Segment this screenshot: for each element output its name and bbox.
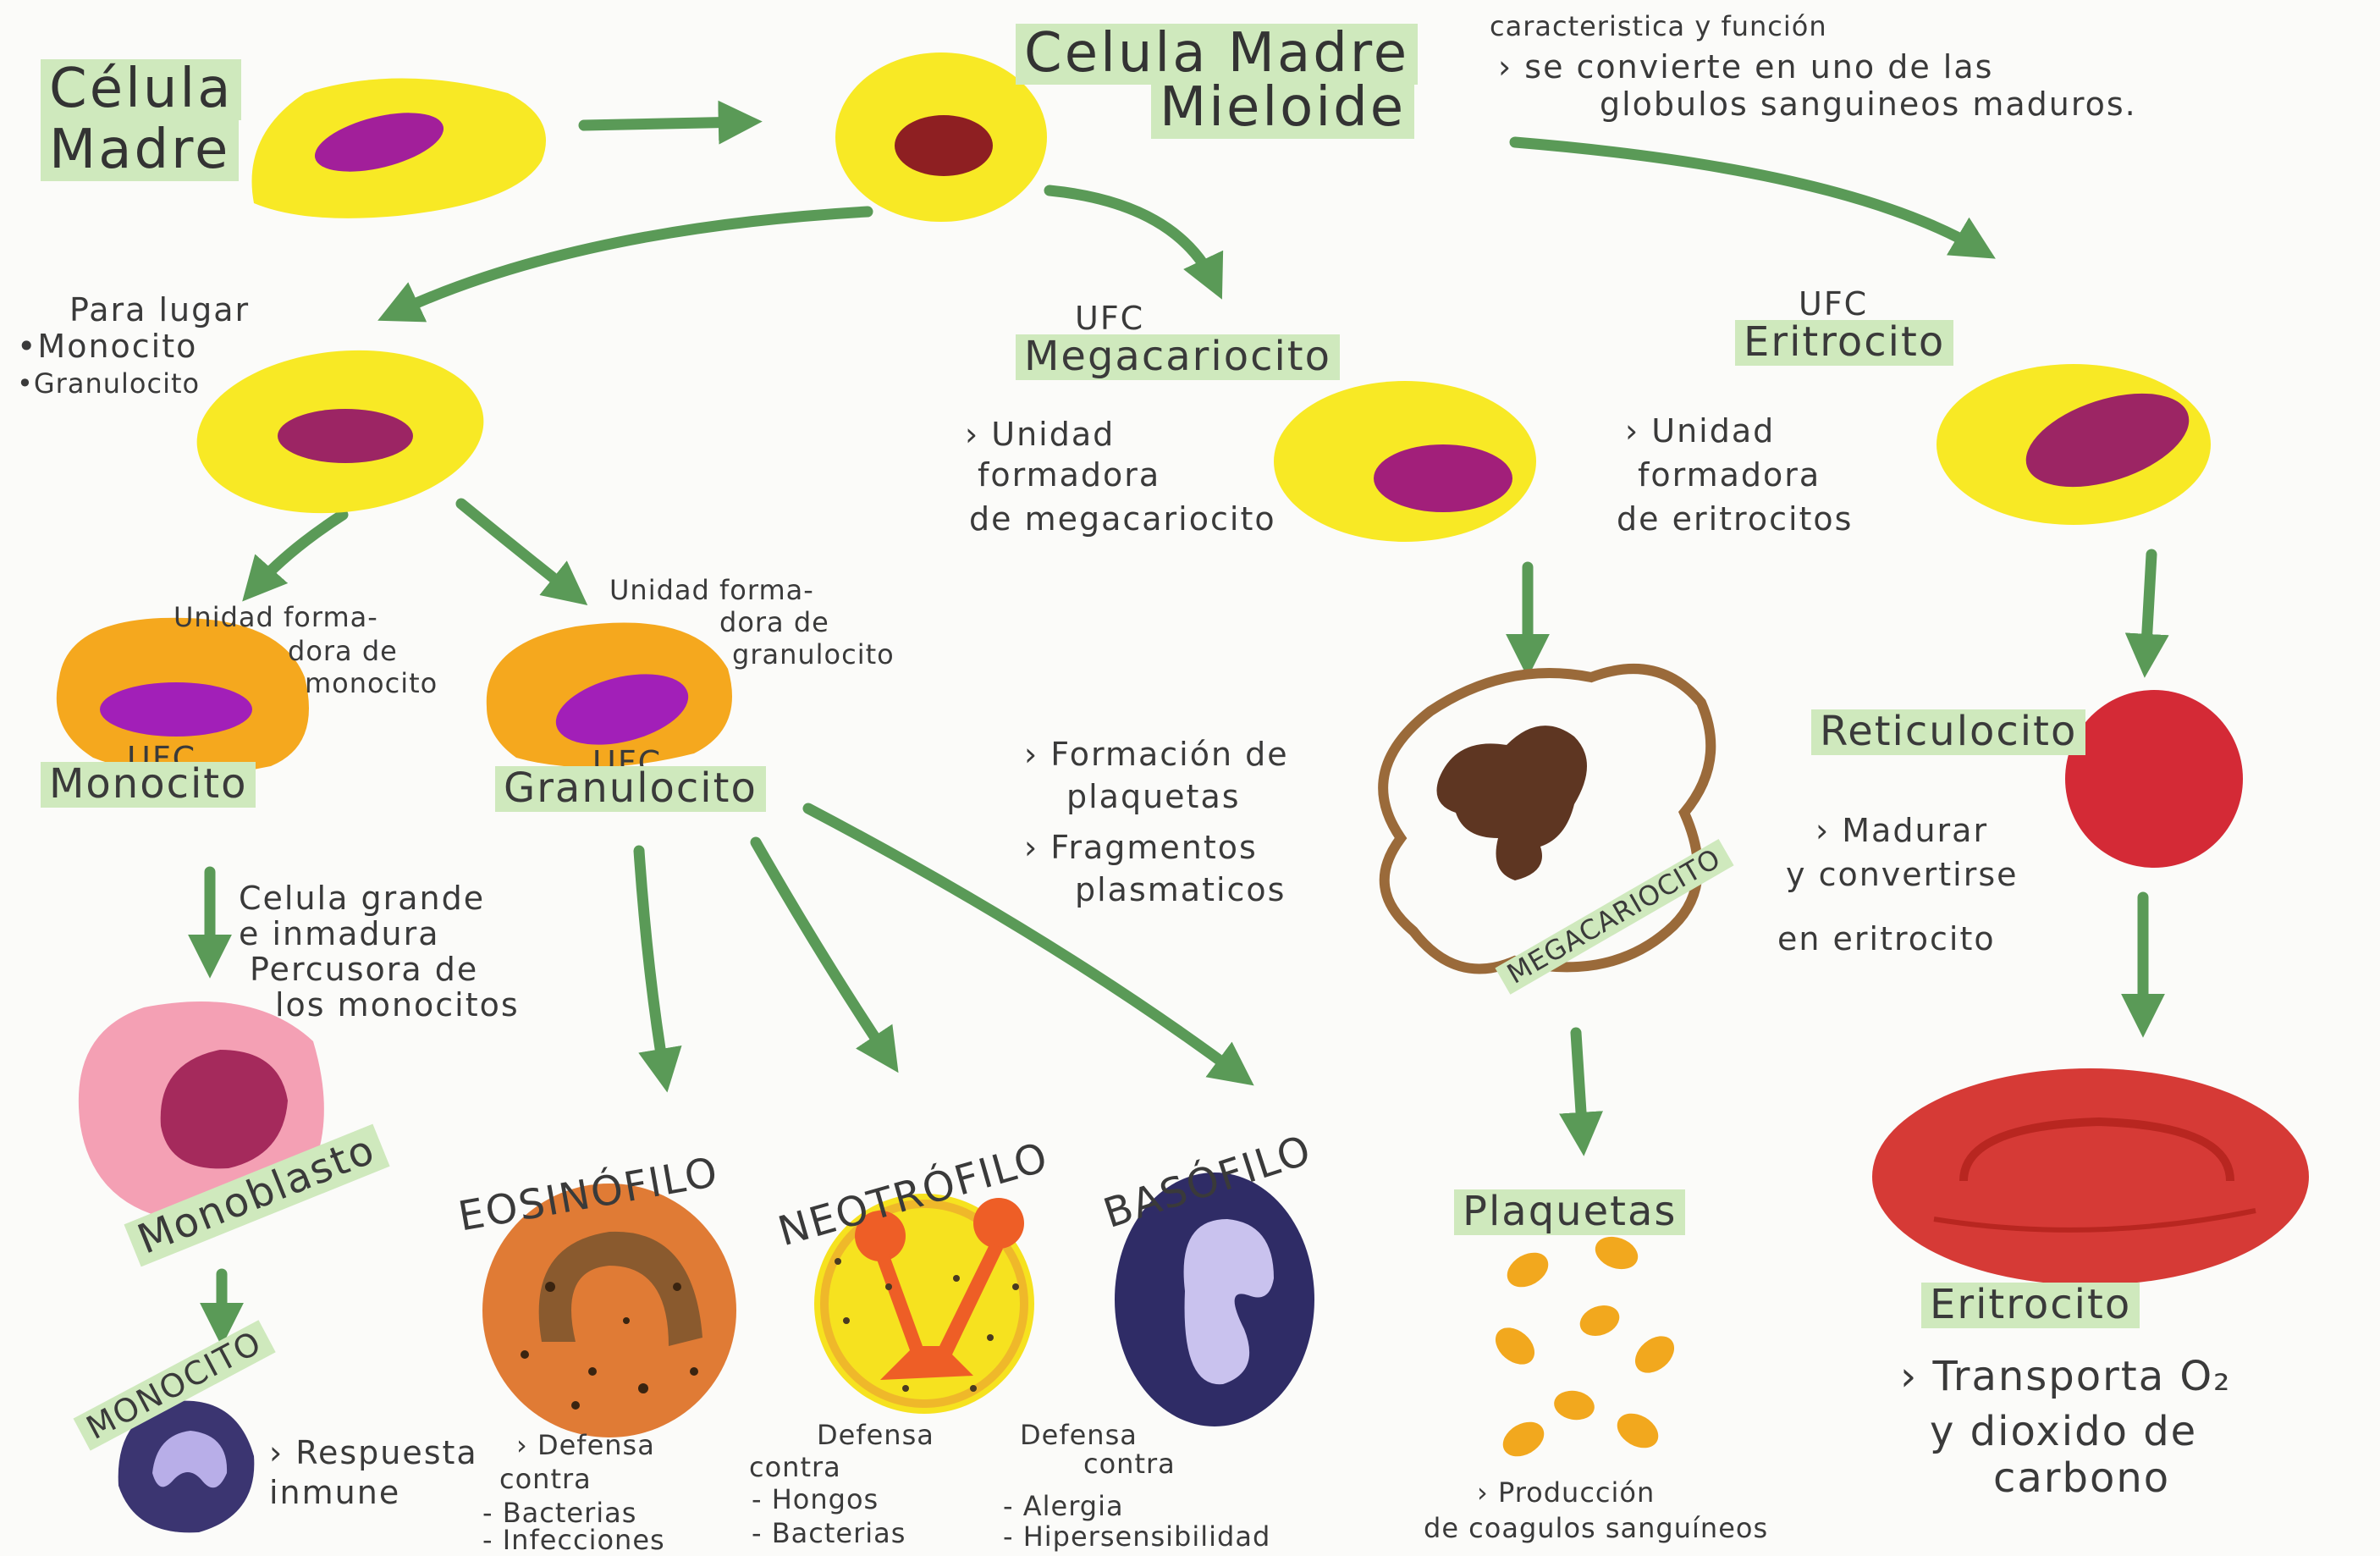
ufc-granulocito-name: Granulocito [495,766,766,812]
characteristic-heading: caracteristica y función [1490,12,1827,42]
megacariocito-note-2: plaquetas [1066,779,1241,815]
ufc-eritrocito-note-1: › Unidad [1625,413,1775,450]
title-line-2: Mieloide [1151,78,1414,139]
ufc-granulocito-note-1: Unidad forma- [609,576,814,606]
arrow-megacariocito-to-plaquetas [1576,1033,1583,1139]
arrow-madre-to-mieloide [584,122,745,125]
eosinofilo-note-1: › Defensa [516,1431,655,1461]
progenitor-note-2: •Monocito [17,328,197,365]
plaquetas-note-1: › Producción [1477,1478,1655,1509]
ufc-monocito-name: Monocito [41,762,256,808]
ufc-monocito-note-2: dora de [288,637,398,667]
eosinofilo-note-4: - Infecciones [482,1526,665,1556]
ufc-eritrocito-prefix: UFC [1799,286,1868,323]
ufc-monocito-note-1: Unidad forma- [174,603,378,633]
ufc-eritrocito-name: Eritrocito [1735,320,1953,366]
basofilo-note-4: - Hipersensibilidad [1003,1522,1270,1553]
megacariocito-note-4: plasmaticos [1075,872,1286,908]
celula-madre-cell [252,79,547,218]
ufc-granulocito-note-2: dora de [719,608,829,638]
celula-madre-label-1: Célula [41,59,241,120]
eosinofilo-note-2: contra [499,1465,592,1495]
reticulocito-note-3: en eritrocito [1777,921,1996,957]
arrow-mieloide-to-ufc-megacariocito [1050,190,1215,284]
monoblasto-note-4: los monocitos [275,987,520,1024]
ufc-megacariocito-note-1: › Unidad [965,417,1115,453]
ufc-granulocito-note-3: granulocito [732,640,895,670]
ufc-megacariocito-note-3: de megacariocito [969,501,1276,538]
arrow-granulocito-to-neutrofilo [756,842,889,1058]
progenitor-note-1: Para lugar [69,292,250,328]
title-line-1: Celula Madre [1016,24,1418,85]
arrow-mieloide-to-progenitor [394,212,868,313]
monocito-note-2: inmune [269,1475,400,1511]
progenitor-note-3: •Granulocito [17,369,200,400]
neutrofilo-note-2: contra [749,1453,841,1483]
monoblasto-note-3: Percusora de [250,952,478,988]
eritrocito-note-2: y dioxido de [1930,1410,2197,1455]
eritrocito-note-1: › Transporta O₂ [1900,1355,2231,1400]
megacariocito-cell [1383,669,1711,968]
ufc-eritrocito-note-3: de eritrocitos [1617,501,1853,538]
ufc-megacariocito-prefix: UFC [1075,301,1144,337]
ufc-monocito-note-3: monocito [305,669,438,699]
eritrocito-note-3: carbono [1993,1456,2170,1502]
characteristic-line-1: › se convierte en uno de las [1498,49,1993,86]
plaquetas-note-2: de coagulos sanguíneos [1424,1514,1768,1544]
arrow-mieloide-to-ufc-eritrocito [1515,142,1981,250]
eritrocito-cell [1872,1068,2309,1285]
monoblasto-note-2: e inmadura [239,916,440,952]
arrow-progenitor-to-ufc-granulocito [461,504,574,594]
ufc-megacariocito-name: Megacariocito [1016,334,1340,380]
neutrofilo-note-3: - Hongos [752,1485,879,1515]
arrow-ufc-eritrocito-to-reticulocito [2146,555,2151,660]
basofilo-note-2: contra [1083,1449,1176,1480]
megacariocito-note-1: › Formación de [1024,737,1289,773]
ufc-megacariocito-note-2: formadora [978,457,1160,494]
ufc-eritrocito-cell [1937,364,2211,525]
reticulocito-note-1: › Madurar [1815,813,1988,849]
eritrocito-name: Eritrocito [1921,1283,2140,1328]
characteristic-line-2: globulos sanguineos maduros. [1600,86,2137,123]
ufc-megacariocito-cell [1274,381,1536,542]
basofilo-note-1: Defensa [1020,1421,1138,1451]
plaquetas-name: Plaquetas [1454,1189,1685,1235]
plaquetas-cells [1489,1231,1682,1463]
reticulocito-cell [2065,690,2243,868]
neutrofilo-note-1: Defensa [817,1421,934,1451]
monocito-note-1: › Respuesta [269,1435,478,1471]
neutrofilo-note-4: - Bacterias [752,1519,906,1549]
arrow-progenitor-to-ufc-monocito [254,515,343,588]
ufc-eritrocito-note-2: formadora [1638,457,1821,494]
reticulocito-note-2: y convertirse [1786,857,2019,893]
megacariocito-note-3: › Fragmentos [1024,830,1258,866]
celula-madre-label-2: Madre [41,120,239,181]
arrow-granulocito-to-eosinofilo [639,851,664,1075]
reticulocito-name: Reticulocito [1811,709,2085,755]
progenitor-cell [189,337,492,527]
monoblasto-note-1: Celula grande [239,880,485,917]
basofilo-note-3: - Alergia [1003,1492,1124,1522]
